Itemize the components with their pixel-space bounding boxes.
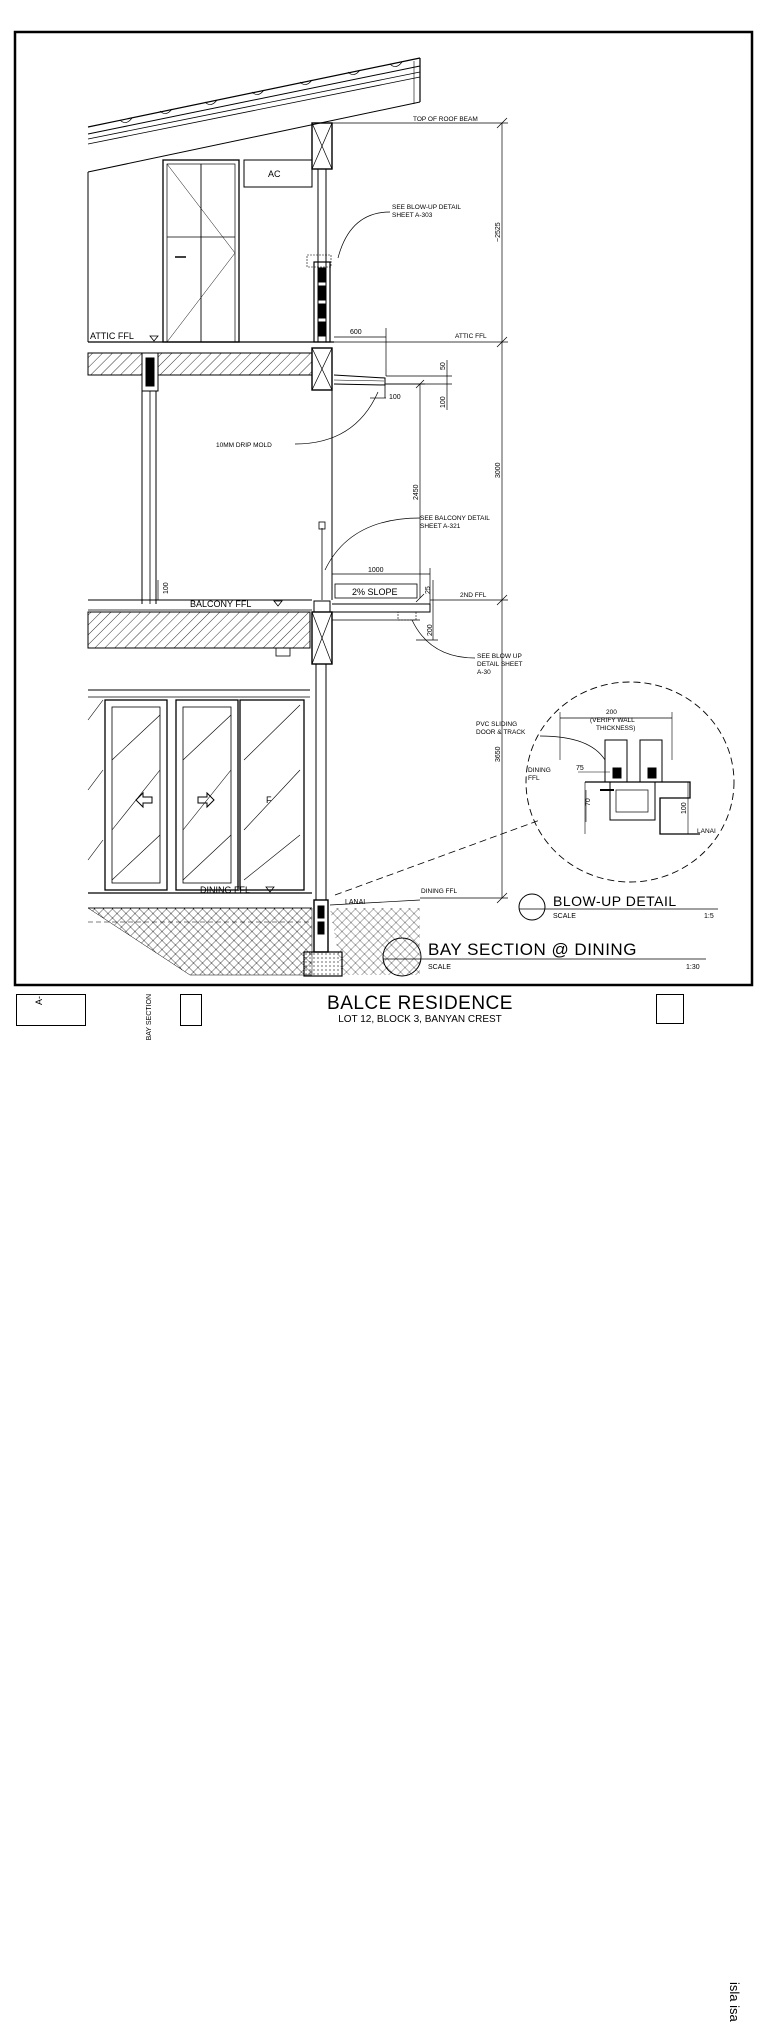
note-balcony-321-2: SHEET A-321 — [420, 523, 461, 530]
dim-25: 25 — [425, 586, 432, 594]
note-blowup-30x-2: DETAIL SHEET — [477, 661, 523, 668]
note-blowup-303-2: SHEET A-303 — [392, 212, 433, 219]
slope-box — [334, 583, 418, 599]
balcony-ffl-label: BALCONY FFL — [190, 599, 251, 609]
detail-title: BLOW-UP DETAIL — [553, 893, 677, 909]
sheet-border — [13, 30, 754, 987]
detail-pvc-1: PVC SLIDING — [476, 721, 517, 728]
note-leaders — [294, 211, 606, 761]
eave-overhang — [333, 374, 386, 398]
note-blowup-30x-3: A-30 — [477, 669, 491, 676]
title-block: A- BAY SECTION BALCE RESIDENCE LOT 12, B… — [0, 990, 768, 2022]
balcony-slab — [87, 599, 431, 665]
dim-3000: 3000 — [495, 462, 502, 478]
note-blowup-303-1: SEE BLOW-UP DETAIL — [392, 204, 461, 211]
balcony-railing — [318, 521, 326, 600]
dimension-lines — [157, 117, 508, 904]
dining-floor — [87, 892, 421, 977]
detail-dim-75: 75 — [576, 765, 584, 772]
note-blowup-30x-1: SEE BLOW UP — [477, 653, 522, 660]
dim-2450: 2450 — [413, 484, 420, 500]
ac-unit: AC — [243, 159, 313, 188]
attic-door — [162, 159, 240, 343]
dim-600: 600 — [350, 329, 362, 336]
detail-dim-200: 200 — [606, 709, 617, 716]
dim-100-balcony: 100 — [163, 582, 170, 594]
roof-beam — [311, 122, 333, 170]
title-block-cell — [16, 994, 86, 1026]
detail-dining-1: DINING — [528, 767, 551, 774]
lanai-label: LANAI — [345, 899, 365, 906]
main-scale-value: 1:30 — [686, 964, 700, 971]
ac-label: AC — [268, 169, 281, 179]
note-balcony-321-1: SEE BALCONY DETAIL — [420, 515, 490, 522]
second-floor-wall — [141, 390, 333, 604]
level-marker-icon — [149, 335, 159, 342]
attic-wall — [87, 169, 332, 343]
dim-200: 200 — [427, 624, 434, 636]
main-title: BAY SECTION @ DINING — [428, 940, 637, 959]
detail-dim-100: 100 — [681, 802, 688, 814]
top-of-roof-beam-label: TOP OF ROOF BEAM — [413, 116, 478, 123]
dim-3650: 3650 — [495, 746, 502, 762]
dim-100-side: 100 — [440, 396, 447, 408]
attic-slab — [87, 341, 334, 392]
project-address: LOT 12, BLOCK 3, BANYAN CREST — [338, 1014, 502, 1025]
dining-sliding-doors — [87, 699, 305, 891]
detail-verify-1: (VERIFY WALL — [590, 717, 635, 724]
brand-logo: isla isa — [727, 1982, 742, 2022]
dim-1000: 1000 — [368, 567, 384, 574]
level-marker-icon — [265, 886, 275, 893]
arrow-right-icon — [197, 791, 215, 809]
detail-title-block: BLOW-UP DETAIL SCALE 1:5 — [518, 893, 718, 921]
sheet-number: A- — [34, 996, 44, 1005]
dim-100-top: 100 — [389, 394, 401, 401]
level-marker-icon — [273, 600, 283, 607]
title-block-cell — [180, 994, 202, 1026]
detail-scale-value: 1:5 — [704, 913, 714, 920]
slope-label: 2% SLOPE — [352, 587, 398, 597]
dining-ffl-right-label: DINING FFL — [421, 888, 457, 895]
detail-dining-2: FFL — [528, 775, 540, 782]
blowup-detail — [334, 681, 735, 896]
main-title-block: BAY SECTION @ DINING SCALE 1:30 — [382, 937, 706, 977]
second-ffl-label: 2ND FFL — [460, 592, 487, 599]
project-name: BALCE RESIDENCE — [327, 993, 513, 1014]
dim-2525: ~2525 — [495, 222, 502, 242]
roof — [87, 57, 421, 173]
detail-scale-label: SCALE — [553, 913, 576, 920]
detail-lanai: LANAI — [697, 828, 716, 835]
dim-50: 50 — [440, 362, 447, 370]
main-scale-label: SCALE — [428, 964, 451, 971]
detail-pvc-2: DOOR & TRACK — [476, 729, 526, 736]
drawing-sheet: AC ATTIC FFL BALCONY FFL — [13, 30, 754, 987]
attic-ffl-right-label: ATTIC FFL — [455, 333, 487, 340]
logo-cell — [656, 994, 684, 1024]
detail-verify-2: THICKNESS) — [596, 725, 635, 732]
attic-ffl-label: ATTIC FFL — [90, 331, 134, 341]
arrow-left-icon — [135, 791, 153, 809]
ground-floor-wall — [88, 664, 327, 900]
dining-ffl-label: DINING FFL — [200, 885, 250, 895]
sheet-drawing-title: BAY SECTION — [146, 994, 153, 1041]
detail-dim-70: 70 — [585, 798, 592, 806]
fixed-panel-label: F — [266, 795, 272, 805]
note-drip-mold: 10MM DRIP MOLD — [216, 442, 272, 449]
